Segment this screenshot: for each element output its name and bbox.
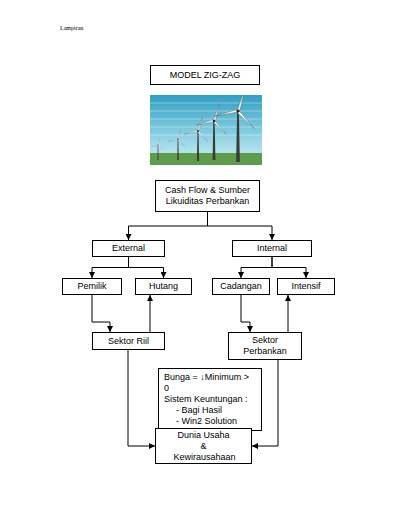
process-box: Sektor Riil bbox=[92, 332, 165, 350]
process-box: Sektor Perbankan bbox=[228, 332, 302, 360]
node-text: Internal bbox=[257, 243, 287, 254]
arrow-connector bbox=[92, 295, 110, 332]
turbine bbox=[215, 95, 256, 162]
arrow-connector bbox=[241, 257, 272, 278]
arrow-connector bbox=[208, 212, 273, 240]
arrow-connector bbox=[128, 350, 155, 446]
arrow-connector bbox=[150, 295, 151, 332]
process-box: Intensif bbox=[277, 278, 335, 295]
node-text: - Bagi Hasil bbox=[164, 405, 222, 416]
process-box: Cash Flow & Sumber Likuiditas Perbankan bbox=[155, 180, 260, 212]
process-box: Internal bbox=[232, 240, 312, 257]
turbine bbox=[151, 138, 163, 160]
process-box: Pemilik bbox=[62, 278, 122, 295]
node-text: Pemilik bbox=[77, 281, 106, 292]
node-text: Sektor Riil bbox=[108, 336, 149, 347]
arrow-connector bbox=[288, 295, 289, 332]
turbine bbox=[168, 129, 185, 160]
arrow-connector bbox=[129, 257, 164, 278]
node-text: Cadangan bbox=[220, 281, 262, 292]
title-box: MODEL ZIG-ZAG bbox=[150, 65, 260, 85]
note-box: Bunga = ↓Minimum > 0Sistem Keuntungan :-… bbox=[158, 368, 262, 431]
node-text: Hutang bbox=[149, 281, 178, 292]
grass bbox=[150, 153, 262, 165]
turbine bbox=[196, 103, 227, 160]
node-text: External bbox=[112, 243, 145, 254]
process-box: External bbox=[92, 240, 165, 257]
process-box: Hutang bbox=[135, 278, 192, 295]
arrow-connector bbox=[92, 257, 129, 278]
node-text: Sistem Keuntungan : bbox=[164, 394, 248, 405]
arrow-connector bbox=[241, 295, 250, 332]
node-text: Sektor Perbankan bbox=[239, 335, 291, 357]
node-text: Bunga = ↓Minimum > 0 bbox=[164, 372, 256, 394]
node-text: - Win2 Solution bbox=[164, 416, 237, 427]
node-text: Dunia Usaha & Kewirausahaan bbox=[174, 430, 234, 463]
node-text: Intensif bbox=[291, 281, 320, 292]
arrow-connector bbox=[129, 212, 208, 240]
process-box: Cadangan bbox=[212, 278, 270, 295]
wind-turbine-illustration bbox=[150, 95, 262, 165]
turbine bbox=[184, 117, 208, 161]
process-box: Dunia Usaha & Kewirausahaan bbox=[155, 428, 252, 464]
node-text: Cash Flow & Sumber Likuiditas Perbankan bbox=[156, 185, 259, 207]
sky bbox=[150, 95, 262, 165]
node-text: MODEL ZIG-ZAG bbox=[170, 70, 241, 81]
page-label: Lampiran bbox=[60, 24, 83, 32]
arrow-connector bbox=[272, 257, 306, 278]
